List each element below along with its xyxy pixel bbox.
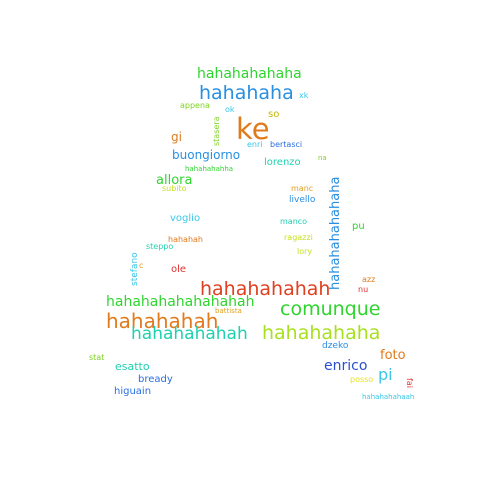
word-hahahah: hahahah xyxy=(168,235,203,244)
word-so: so xyxy=(268,109,280,120)
word-stasera: stasera xyxy=(212,116,221,147)
word-ole: ole xyxy=(171,264,187,275)
word-na: na xyxy=(318,154,327,162)
word-bertasci: bertasci xyxy=(270,140,303,149)
word-hahahahah: hahahahah xyxy=(106,309,219,333)
word-enrico: enrico xyxy=(324,358,368,374)
word-hahahahahaah: hahahahahaah xyxy=(362,393,415,401)
word-esatto: esatto xyxy=(115,360,150,373)
word-higuain: higuain xyxy=(114,386,152,397)
word-voglio: voglio xyxy=(170,213,201,224)
word-comunque: comunque xyxy=(280,298,381,320)
word-stat: stat xyxy=(89,353,105,362)
word-buongiorno: buongiorno xyxy=(172,148,241,162)
word-steppo: steppo xyxy=(146,242,174,251)
word-ok: ok xyxy=(225,105,235,114)
word-pi: pi xyxy=(378,365,393,384)
word-lory: lory xyxy=(297,247,313,256)
word-fai: fai xyxy=(405,378,414,388)
word-xk: xk xyxy=(299,91,309,100)
word-bready: bready xyxy=(138,374,173,385)
word-hahahahahah-red: hahahahahah xyxy=(200,278,331,300)
word-hahahaha: hahahaha xyxy=(199,82,294,104)
word-posso: posso xyxy=(350,375,374,384)
word-appena: appena xyxy=(180,101,210,110)
word-livello: livello xyxy=(289,195,316,205)
word-hahahahaha: hahahahaha xyxy=(262,322,381,344)
word-c: c xyxy=(139,261,144,270)
word-manco: manco xyxy=(280,217,308,226)
word-hahahahahaha: hahahahahaha xyxy=(197,66,302,82)
word-enri: enri xyxy=(247,140,263,149)
word-allora: allora xyxy=(156,173,193,188)
word-azz: azz xyxy=(362,275,376,284)
word-ragazzi: ragazzi xyxy=(284,233,313,242)
word-manc: manc xyxy=(291,184,314,193)
word-foto: foto xyxy=(380,348,406,363)
word-battista: battista xyxy=(215,307,242,315)
word-lorenzo: lorenzo xyxy=(264,157,301,168)
word-pu: pu xyxy=(352,221,365,232)
word-hahahahahahahahah: hahahahahahahahah xyxy=(106,294,255,310)
word-gi: gi xyxy=(171,130,182,144)
word-nu: nu xyxy=(358,285,369,294)
word-dzeko: dzeko xyxy=(322,341,349,351)
word-ke: ke xyxy=(236,112,270,146)
word-hahahahahahaha: hahahahahahaha xyxy=(328,176,343,290)
word-hahahahahha: hahahahahha xyxy=(185,165,234,173)
word-subito: subito xyxy=(162,184,187,193)
word-hahahahahah-teal: hahahahahah xyxy=(131,324,248,344)
